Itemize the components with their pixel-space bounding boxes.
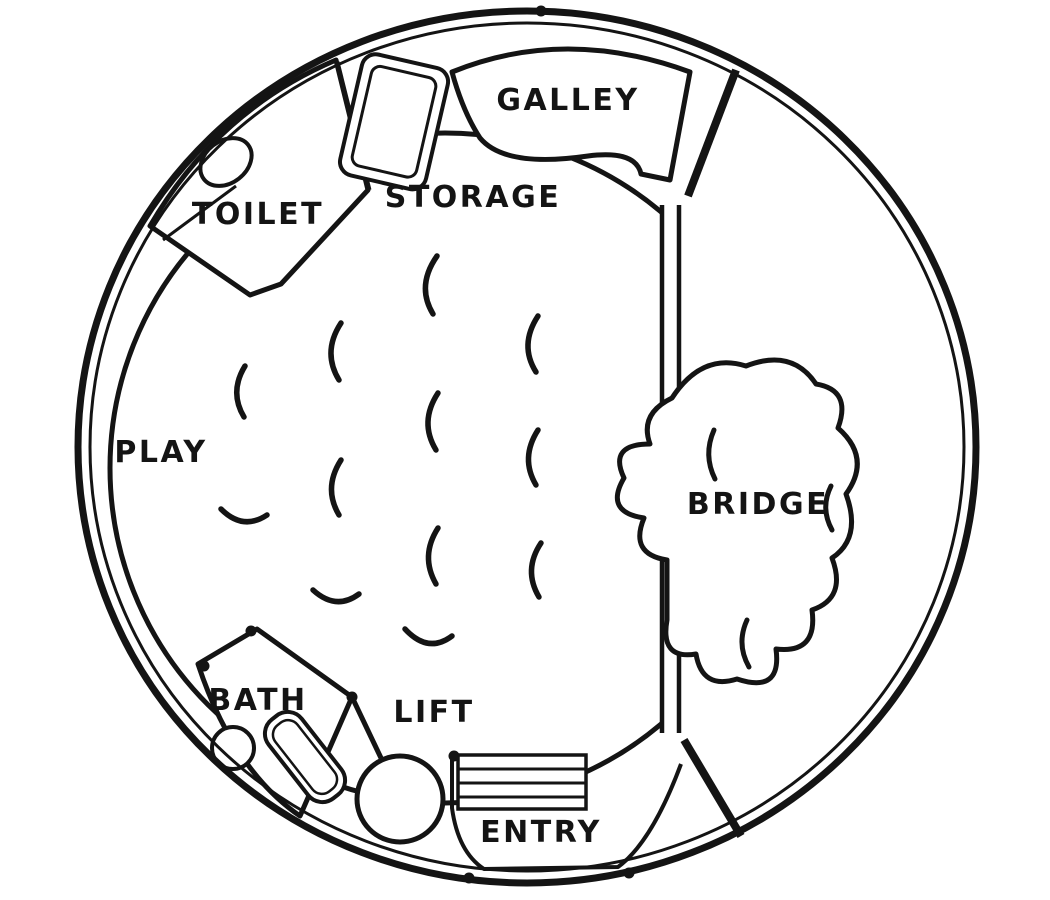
junction-dot [463, 872, 475, 884]
lift-circle [354, 753, 446, 845]
seat-arcs-group [218, 253, 544, 647]
seat-arc [218, 506, 270, 525]
label-entry: ENTRY [480, 815, 602, 850]
storage-outline-outer [337, 52, 451, 192]
seat-arc [328, 457, 344, 518]
bridge-wall-bottom-diagonal [680, 737, 745, 839]
bridge-console-outline [614, 357, 860, 686]
bath-room [195, 626, 355, 819]
entry-area [450, 753, 683, 871]
lift-shaft [349, 695, 446, 845]
toilet-partition [162, 184, 237, 242]
seat-arc [425, 390, 441, 453]
entry-room-outline [450, 755, 683, 871]
label-storage: STORAGE [385, 180, 562, 215]
storage-locker [334, 52, 451, 192]
junction-dot [535, 5, 547, 17]
seat-arc [328, 320, 344, 383]
seat-arc [310, 587, 362, 605]
seat-arc [422, 253, 440, 317]
junction-dot [623, 867, 635, 879]
seat-arc [739, 617, 752, 670]
label-bath: BATH [208, 683, 307, 718]
bridge-console [614, 357, 860, 686]
seat-arc [525, 313, 541, 375]
seat-arc [402, 626, 455, 647]
junction-dot [448, 750, 460, 762]
seat-arc [528, 540, 544, 600]
bridge-wall-top-diagonal [684, 68, 740, 198]
outer-hull [74, 7, 980, 887]
bath-sink [210, 725, 256, 771]
lift-wall [349, 695, 384, 760]
junction-dot [245, 625, 257, 637]
label-lift: LIFT [393, 695, 474, 730]
seat-arc [234, 363, 248, 420]
galley-counter [449, 46, 693, 183]
label-bridge: BRIDGE [687, 487, 829, 522]
seat-arc [425, 525, 441, 587]
junction-dot [198, 660, 210, 672]
bathtub-inner [271, 718, 339, 796]
seat-arc [706, 427, 718, 482]
label-play: PLAY [114, 435, 207, 470]
junction-dot [346, 691, 358, 703]
junction-dots [198, 5, 635, 884]
label-galley: GALLEY [496, 83, 639, 118]
bathtub [262, 709, 348, 805]
outer-hull-inner-line [88, 21, 966, 873]
label-toilet: TOILET [192, 197, 324, 232]
seat-arc [525, 427, 541, 488]
storage-outline-inner [350, 64, 438, 179]
seat-arc [823, 483, 835, 533]
